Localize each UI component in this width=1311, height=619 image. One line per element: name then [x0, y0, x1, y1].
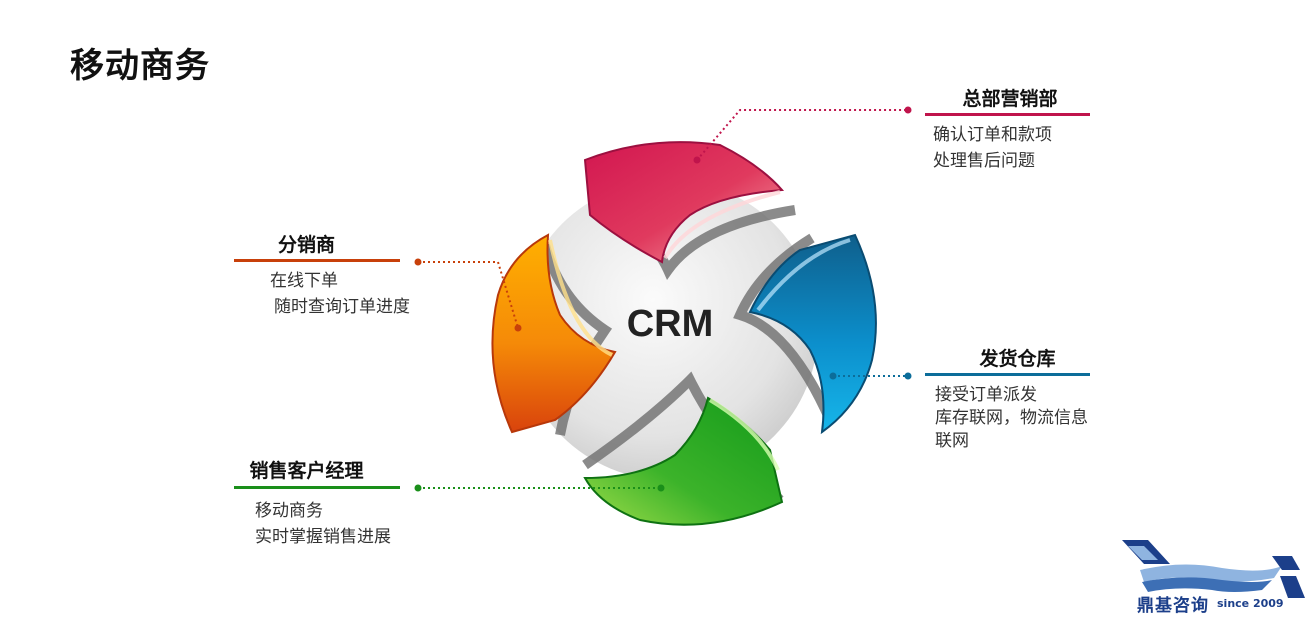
company-logo-mark	[1122, 540, 1305, 598]
distributor-line: 在线下单	[270, 271, 338, 291]
connector-account-manager	[414, 484, 665, 492]
company-logo-name: 鼎基咨询	[1137, 596, 1209, 616]
hq-marketing-description: 确认订单和款项 处理售后问题	[933, 122, 1052, 174]
connector-warehouse	[829, 372, 912, 380]
distributor-description: 在线下单 随时查询订单进度	[270, 268, 410, 320]
company-logo-since: since 2009	[1217, 597, 1284, 610]
warehouse-line: 库存联网，物流信息	[935, 408, 1088, 428]
hq-marketing-line: 确认订单和款项	[933, 125, 1052, 145]
hq-marketing-line: 处理售后问题	[933, 151, 1035, 171]
warehouse-heading: 发货仓库	[979, 348, 1056, 370]
warehouse-description: 接受订单派发 库存联网，物流信息 联网	[935, 384, 1088, 453]
connector-distributor	[414, 258, 522, 332]
green-petal-highlight	[708, 398, 780, 471]
account-manager-underline	[234, 486, 400, 489]
orange-petal-highlight	[548, 239, 613, 357]
account-manager-line: 实时掌握销售进展	[255, 527, 391, 547]
orange-petal	[491, 233, 617, 434]
groove-shadow	[733, 233, 835, 423]
warehouse-line: 接受订单派发	[935, 385, 1037, 405]
blue-petal-highlight	[756, 238, 851, 312]
red-petal	[583, 141, 785, 264]
distributor-underline	[234, 259, 400, 262]
distributor-line: 随时查询订单进度	[274, 297, 410, 317]
red-petal-highlight	[663, 190, 781, 260]
distributor-heading: 分销商	[277, 234, 335, 256]
hq-marketing-heading: 总部营销部	[962, 88, 1058, 110]
account-manager-heading: 销售客户经理	[249, 460, 364, 482]
warehouse-line: 联网	[935, 431, 969, 451]
page-title: 移动商务	[70, 46, 210, 86]
account-manager-description: 移动商务 实时掌握销售进展	[255, 498, 391, 550]
account-manager-line: 移动商务	[255, 501, 323, 521]
crm-center-disc	[518, 180, 818, 480]
hq-marketing-underline	[925, 113, 1090, 116]
connector-hq-marketing	[693, 106, 912, 164]
warehouse-underline	[925, 373, 1090, 376]
crm-center-label: CRM	[626, 303, 714, 345]
